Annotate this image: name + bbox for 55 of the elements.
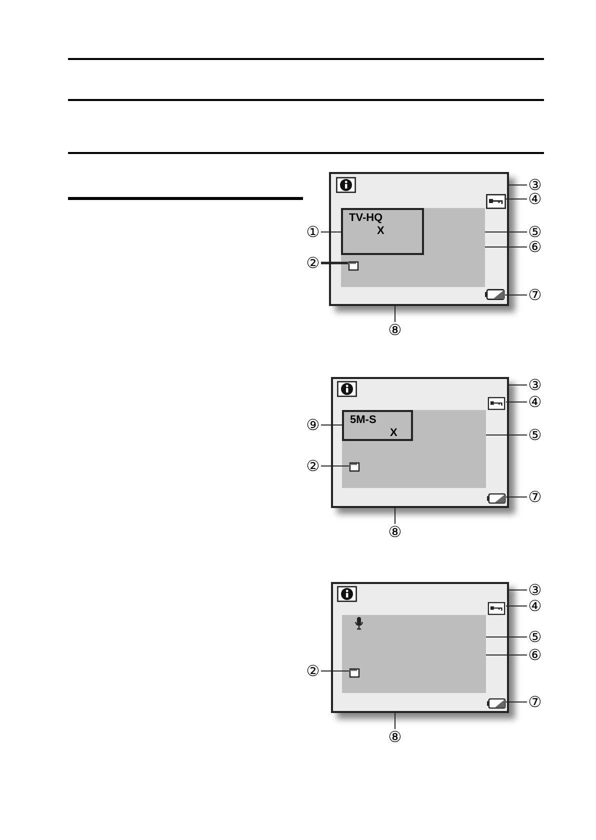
callout-number: ③ bbox=[527, 582, 543, 598]
callout-number: ④ bbox=[527, 191, 543, 207]
leader-line bbox=[394, 508, 396, 524]
display-area bbox=[341, 208, 485, 287]
key-icon bbox=[487, 602, 506, 615]
display-area bbox=[342, 410, 486, 488]
callout-number: ⑤ bbox=[527, 224, 543, 240]
leader-line bbox=[504, 294, 528, 296]
leader-line bbox=[394, 306, 396, 322]
leader-line bbox=[486, 434, 528, 436]
info-panel bbox=[342, 410, 413, 441]
battery-icon bbox=[487, 491, 506, 502]
callout-number: ⑦ bbox=[527, 287, 543, 303]
key-icon bbox=[487, 397, 506, 410]
key-icon bbox=[486, 194, 506, 209]
leader-line bbox=[508, 384, 528, 386]
mode-label: TV-HQ bbox=[349, 212, 383, 225]
leader-line bbox=[506, 496, 528, 498]
callout-number: ① bbox=[305, 224, 321, 240]
leader-line bbox=[484, 246, 528, 248]
leader-line bbox=[506, 198, 528, 200]
battery-icon bbox=[485, 287, 505, 298]
mode-label: X bbox=[377, 225, 384, 238]
callout-number: ⑦ bbox=[527, 489, 543, 505]
leader-line bbox=[394, 712, 396, 730]
callout-number: ⑦ bbox=[527, 694, 543, 710]
callout-number: ⑤ bbox=[527, 427, 543, 443]
callout-number: ⑧ bbox=[387, 322, 403, 338]
callout-number: ④ bbox=[527, 598, 543, 614]
camera-screen bbox=[331, 377, 509, 508]
battery-icon bbox=[487, 696, 506, 707]
callout-number: ③ bbox=[527, 177, 543, 193]
callout-number: ⑤ bbox=[527, 629, 543, 645]
callout-number: ② bbox=[305, 255, 321, 271]
mode-label: X bbox=[390, 427, 398, 440]
callout-number: ⑥ bbox=[527, 647, 543, 663]
callout-number: ⑨ bbox=[305, 417, 321, 433]
display-area bbox=[342, 615, 486, 693]
mode-label: 5M-S bbox=[350, 414, 376, 427]
callout-number: ⑧ bbox=[387, 729, 403, 745]
callout-number: ③ bbox=[527, 377, 543, 393]
leader-line bbox=[508, 184, 528, 186]
leader-line bbox=[486, 654, 528, 656]
callout-number: ④ bbox=[527, 394, 543, 410]
leader-line bbox=[320, 424, 342, 426]
leader-line bbox=[486, 636, 528, 638]
leader-line bbox=[320, 670, 350, 672]
camera-screen bbox=[331, 582, 509, 713]
callout-number: ⑥ bbox=[527, 239, 543, 255]
callout-number: ② bbox=[305, 663, 321, 679]
callout-number: ② bbox=[305, 458, 321, 474]
leader-line bbox=[321, 262, 348, 264]
callout-number: ⑧ bbox=[387, 524, 403, 540]
info-panel bbox=[341, 208, 424, 255]
camera-screen bbox=[329, 172, 509, 306]
